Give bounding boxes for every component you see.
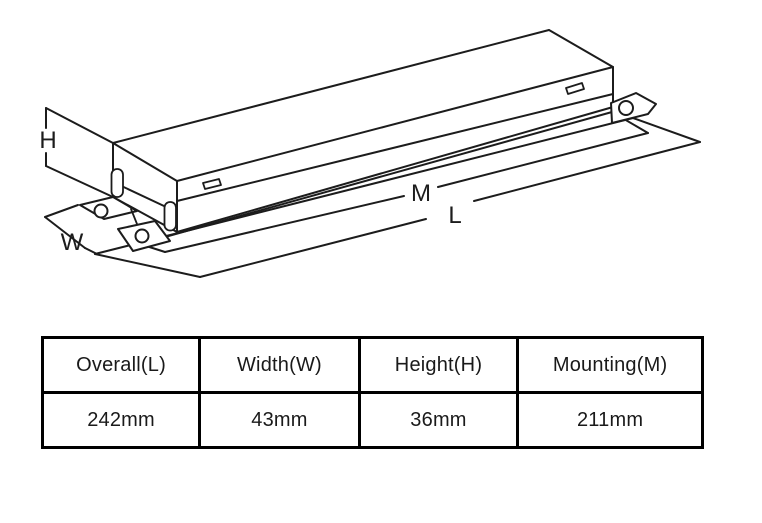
left-mounting-hole-front [134,228,150,244]
left-knockout-rectangle [202,178,222,190]
dimension-spec-table: Overall(L) Width(W) Height(H) Mounting(M… [40,336,704,449]
right-knockout-rectangle [565,82,585,95]
value-width: 43mm [198,391,361,449]
dimension-diagram: H W M L [39,29,701,278]
ballast-box [110,29,614,233]
dimension-label-width: W [61,229,84,256]
table-header-row: Overall(L) Width(W) Height(H) Mounting(M… [40,336,704,394]
box-bottom-front-edge [176,106,614,233]
header-width: Width(W) [198,336,361,394]
left-mounting-hole-back [93,203,109,219]
header-height: Height(H) [357,336,520,394]
mounting-tabs [79,92,657,252]
value-height: 36mm [357,391,520,449]
right-mounting-hole [618,100,634,116]
box-top-right-edge [548,29,614,68]
box-side-seam-line [176,93,614,202]
box-top-left-edge [112,142,178,182]
header-mounting: Mounting(M) [516,336,704,394]
end-face-slot-back [110,168,124,198]
value-mounting: 211mm [516,391,704,449]
dimension-label-overall: L [448,202,461,229]
width-dimension-bracket [44,204,98,255]
value-overall-length: 242mm [40,391,202,449]
header-overall-length: Overall(L) [40,336,202,394]
end-face-slot-front [163,201,177,232]
dimension-label-height: H [39,127,56,154]
table-value-row: 242mm 43mm 36mm 211mm [40,391,704,449]
dimension-label-mounting: M [411,180,431,207]
box-top-back-edge [112,29,550,144]
box-top-front-edge [176,66,614,182]
height-dimension-bracket [45,107,114,198]
tab-notch-line [130,208,138,225]
